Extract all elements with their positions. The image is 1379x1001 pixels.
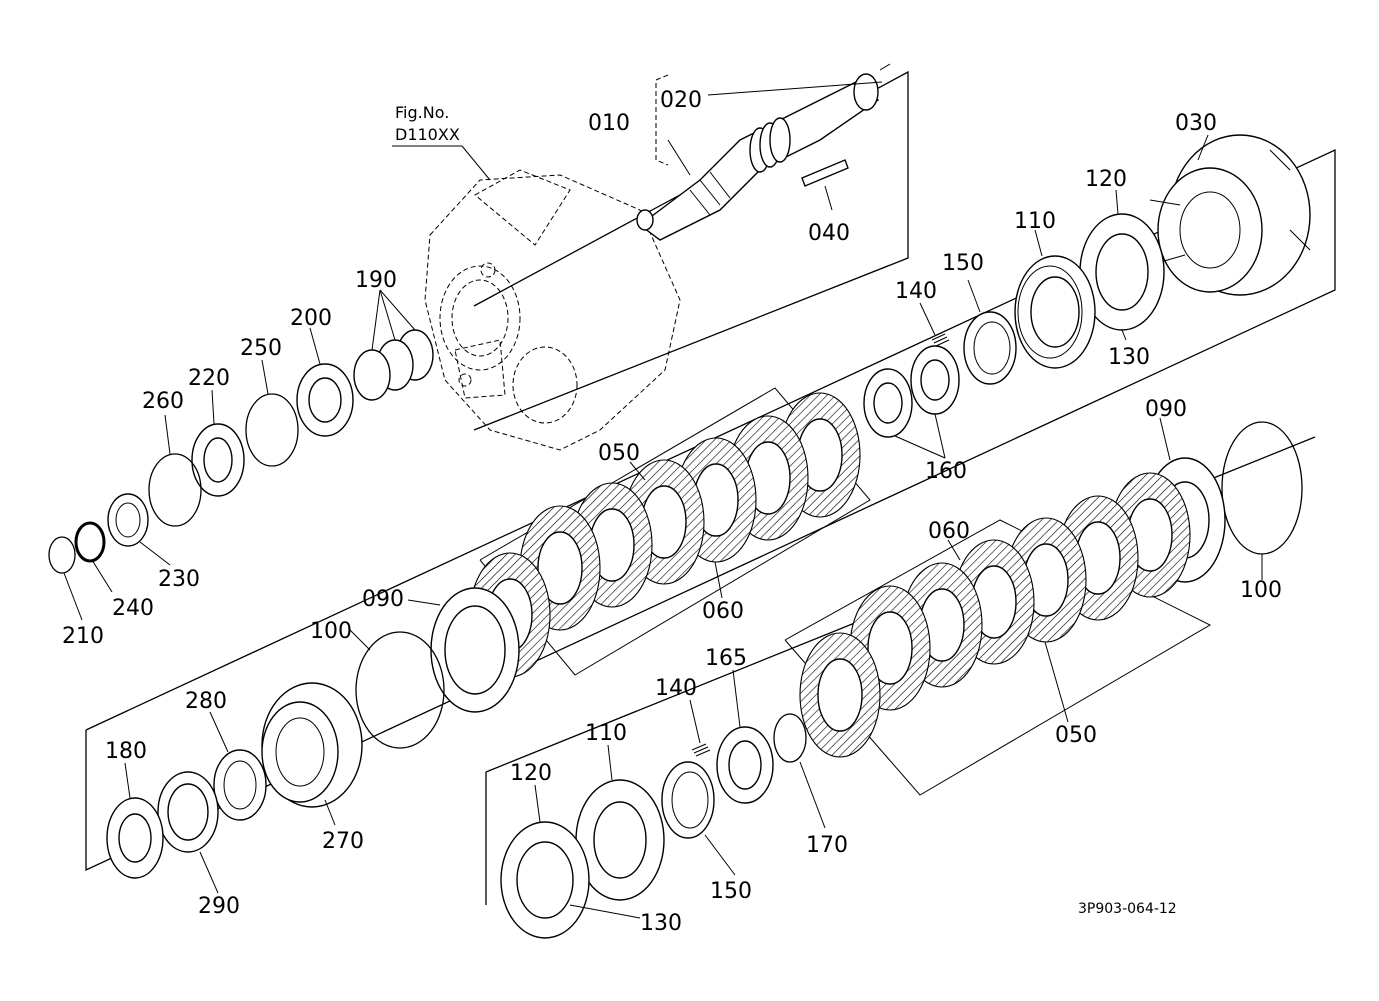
label-030: 030	[1175, 111, 1217, 136]
bearing-part-290	[157, 771, 219, 853]
label-120-upper: 120	[1085, 167, 1127, 192]
bushing-part-230	[107, 493, 149, 547]
label-100-upper: 100	[310, 619, 352, 644]
label-050-upper: 050	[598, 441, 640, 466]
spring-part-140-upper	[931, 333, 950, 347]
needle-bearing-part-280	[213, 749, 267, 821]
label-270: 270	[322, 829, 364, 854]
fig-reference: Fig.No. D110XX	[392, 103, 491, 181]
spring-part-140-lower	[691, 743, 711, 757]
label-240: 240	[112, 596, 154, 621]
label-060-upper: 060	[702, 599, 744, 624]
label-290: 290	[198, 894, 240, 919]
label-250: 250	[240, 336, 282, 361]
key-part-040	[801, 159, 849, 187]
label-280: 280	[185, 689, 227, 714]
clutch-pack-upper	[469, 392, 861, 678]
label-140-upper: 140	[895, 279, 937, 304]
snap-ring-part-100-lower	[1221, 421, 1303, 555]
label-120-lower: 120	[510, 761, 552, 786]
snap-ring-part-210	[48, 536, 76, 574]
snap-ring-part-100-upper	[355, 631, 445, 749]
washer-part-120-upper	[1079, 213, 1165, 331]
plate-part-160	[863, 345, 960, 438]
label-190: 190	[355, 268, 397, 293]
fig-no-label: Fig.No.	[395, 103, 449, 122]
label-150-upper: 150	[942, 251, 984, 276]
snap-ring-part-260	[148, 453, 202, 527]
clutch-pack-lower	[799, 472, 1191, 758]
label-110-lower: 110	[585, 721, 627, 746]
snap-ring-part-250	[245, 393, 299, 467]
label-100-lower: 100	[1240, 578, 1282, 603]
label-150-lower: 150	[710, 879, 752, 904]
drawing-code: 3P903-064-12	[1078, 901, 1177, 917]
label-220: 220	[188, 366, 230, 391]
spring-retainer-part-150-upper	[963, 311, 1017, 385]
label-230: 230	[158, 567, 200, 592]
label-020: 020	[660, 88, 702, 113]
label-060-lower: 060	[928, 519, 970, 544]
label-260: 260	[142, 389, 184, 414]
label-040: 040	[808, 221, 850, 246]
seal-rings-part-190	[353, 329, 434, 401]
label-160: 160	[925, 459, 967, 484]
label-090-upper: 090	[362, 587, 404, 612]
label-130-lower: 130	[640, 911, 682, 936]
callout-labels: 010 020 030 040 050 050 060 060 090 090 …	[62, 88, 1282, 936]
label-010: 010	[588, 111, 630, 136]
label-180: 180	[105, 739, 147, 764]
label-130-upper: 130	[1108, 345, 1150, 370]
label-200: 200	[290, 306, 332, 331]
drum-part-030	[1149, 134, 1311, 296]
label-170: 170	[806, 833, 848, 858]
label-140-lower: 140	[655, 676, 697, 701]
end-plate-part-090-upper	[430, 587, 520, 713]
label-210: 210	[62, 624, 104, 649]
gear-part-270	[261, 682, 363, 808]
washer-part-120-lower	[500, 821, 590, 939]
shaft-part-010	[636, 63, 891, 241]
piston-part-110-upper	[1014, 255, 1096, 369]
thrust-washer-part-180	[106, 797, 164, 879]
piston-part-110-lower	[575, 779, 665, 901]
label-090-lower: 090	[1145, 397, 1187, 422]
collar-part-220	[191, 423, 245, 497]
label-110-upper: 110	[1014, 209, 1056, 234]
fig-no-value: D110XX	[395, 125, 460, 144]
o-ring-part-240	[74, 521, 106, 563]
spring-retainer-part-150-lower	[661, 761, 715, 839]
housing-reference	[424, 169, 681, 451]
bearing-part-200	[296, 363, 354, 437]
leader-lines	[63, 74, 1263, 919]
snap-ring-part-170	[773, 713, 807, 763]
label-165: 165	[705, 646, 747, 671]
washer-part-165	[716, 726, 774, 804]
label-050-lower: 050	[1055, 723, 1097, 748]
